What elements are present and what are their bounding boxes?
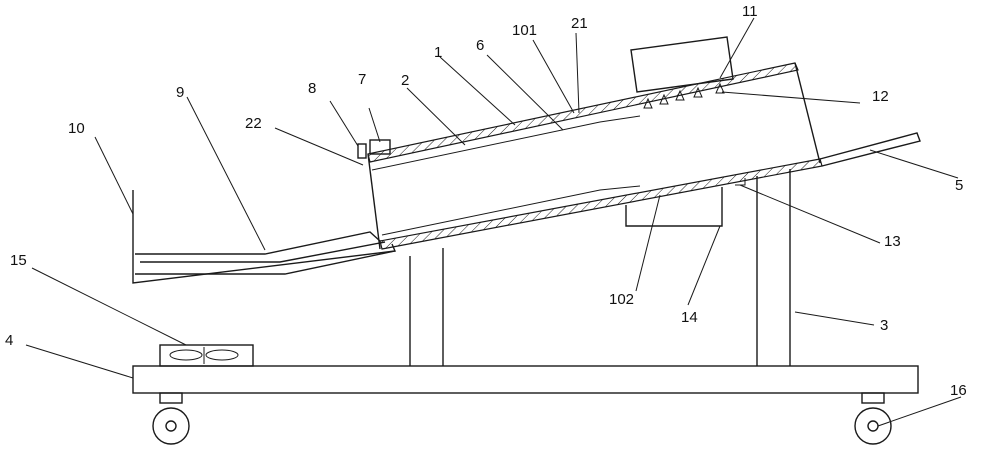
label-12: 12 bbox=[872, 88, 889, 105]
label-13: 13 bbox=[884, 233, 901, 250]
base-frame bbox=[132, 365, 919, 394]
label-11: 11 bbox=[742, 3, 758, 20]
collection-tank bbox=[625, 187, 723, 227]
label-8: 8 bbox=[308, 80, 316, 97]
reference-labels: 1 2 3 4 5 6 7 8 9 10 11 12 13 14 15 16 2… bbox=[5, 3, 967, 399]
label-10: 10 bbox=[68, 120, 85, 137]
drum-lower-wall bbox=[379, 158, 823, 250]
left-wheel bbox=[152, 392, 190, 445]
fan-unit bbox=[159, 344, 254, 367]
spray-nozzles bbox=[643, 82, 725, 109]
leader-lines bbox=[25, 17, 962, 427]
discharge-chute bbox=[819, 132, 921, 167]
front-support-leg bbox=[409, 248, 444, 366]
collection-outlet bbox=[735, 178, 746, 186]
label-101: 101 bbox=[512, 22, 537, 39]
label-2: 2 bbox=[401, 72, 409, 89]
label-5: 5 bbox=[955, 177, 963, 194]
label-15: 15 bbox=[10, 252, 27, 269]
label-22: 22 bbox=[245, 115, 262, 132]
drum-outlet-end bbox=[794, 62, 821, 164]
label-7: 7 bbox=[358, 71, 366, 88]
label-16: 16 bbox=[950, 382, 967, 399]
label-14: 14 bbox=[681, 309, 698, 326]
label-6: 6 bbox=[476, 37, 484, 54]
label-102: 102 bbox=[609, 291, 634, 308]
label-1: 1 bbox=[434, 44, 442, 61]
label-3: 3 bbox=[880, 317, 888, 334]
label-21: 21 bbox=[571, 15, 588, 32]
spray-tank bbox=[630, 36, 734, 93]
end-plate bbox=[132, 190, 397, 284]
motor bbox=[369, 139, 391, 155]
feed-chute bbox=[135, 231, 396, 275]
inner-screen-upper bbox=[371, 115, 641, 171]
label-4: 4 bbox=[5, 332, 13, 349]
drum-inlet-end bbox=[367, 153, 381, 250]
label-9: 9 bbox=[176, 84, 184, 101]
right-wheel bbox=[854, 392, 892, 445]
motor-bracket bbox=[357, 143, 367, 159]
rear-support-leg bbox=[756, 169, 791, 366]
inner-screen-lower bbox=[381, 185, 641, 236]
